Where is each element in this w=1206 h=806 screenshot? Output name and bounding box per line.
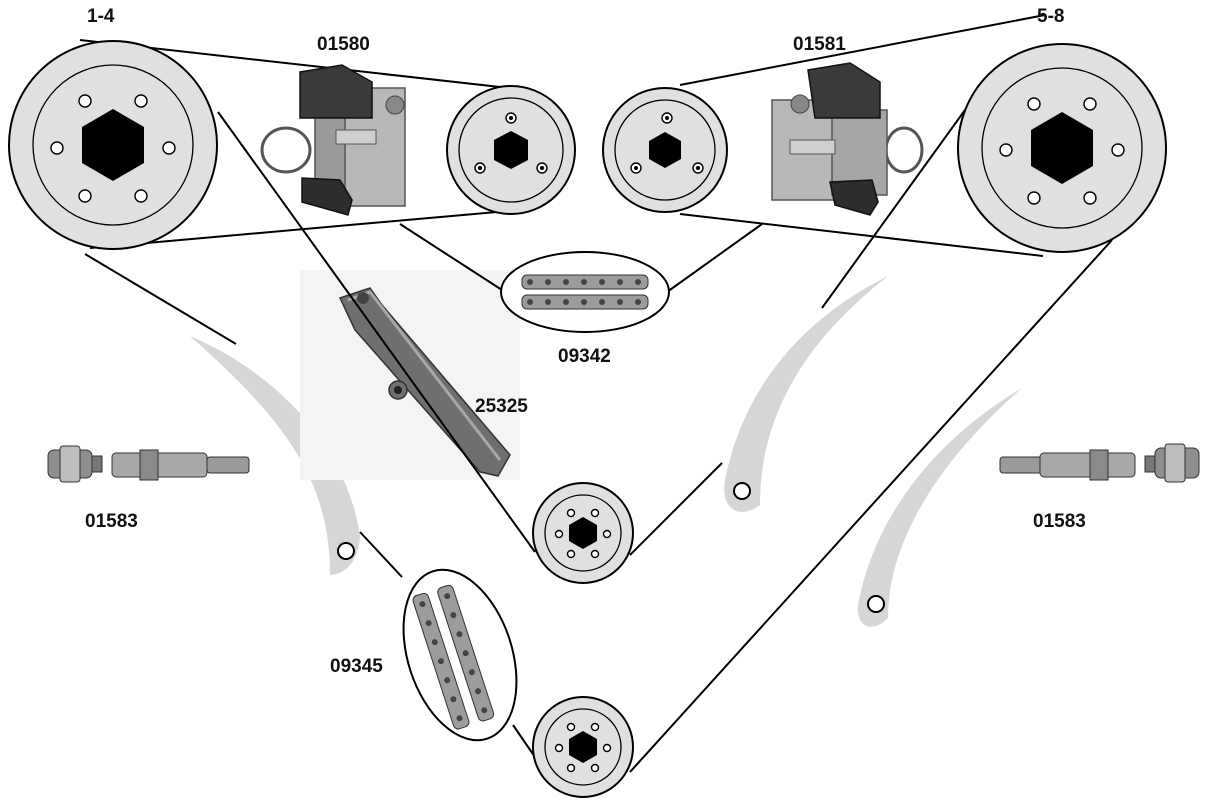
tensioner-left-image bbox=[260, 64, 406, 216]
intermediate-sprocket-right bbox=[602, 87, 728, 213]
label-tensioner-right: 01581 bbox=[793, 34, 846, 55]
plunger-right-image bbox=[999, 443, 1200, 483]
crank-sprocket-upper bbox=[532, 482, 634, 584]
chain-inset-lower bbox=[402, 568, 518, 742]
guide-right-upper bbox=[724, 276, 888, 512]
label-plunger-right: 01583 bbox=[1033, 511, 1086, 532]
chain-inset-upper bbox=[500, 251, 670, 333]
label-tensioner-rail: 25325 bbox=[475, 396, 528, 417]
plunger-left-image bbox=[47, 445, 250, 483]
label-cam-right-bank: 5-8 bbox=[1037, 6, 1064, 27]
cam-sprocket-left bbox=[8, 40, 218, 250]
tensioner-right-image bbox=[771, 62, 924, 216]
guide-right-lower bbox=[857, 388, 1022, 627]
cam-sprocket-right bbox=[957, 43, 1167, 253]
label-cam-left-bank: 1-4 bbox=[87, 6, 115, 27]
label-plunger-left: 01583 bbox=[85, 511, 138, 532]
guide-right-upper-pivot bbox=[733, 482, 751, 500]
label-lower-chain: 09345 bbox=[330, 656, 383, 677]
label-tensioner-left: 01580 bbox=[317, 34, 370, 55]
tensioner-rail-image bbox=[300, 270, 520, 480]
crank-sprocket-lower bbox=[532, 696, 634, 798]
label-upper-chain: 09342 bbox=[558, 346, 611, 367]
intermediate-sprocket-left bbox=[446, 85, 576, 215]
chain-lines bbox=[79, 14, 1113, 773]
guide-right-lower-pivot bbox=[867, 595, 885, 613]
guide-left-pivot bbox=[337, 542, 355, 560]
